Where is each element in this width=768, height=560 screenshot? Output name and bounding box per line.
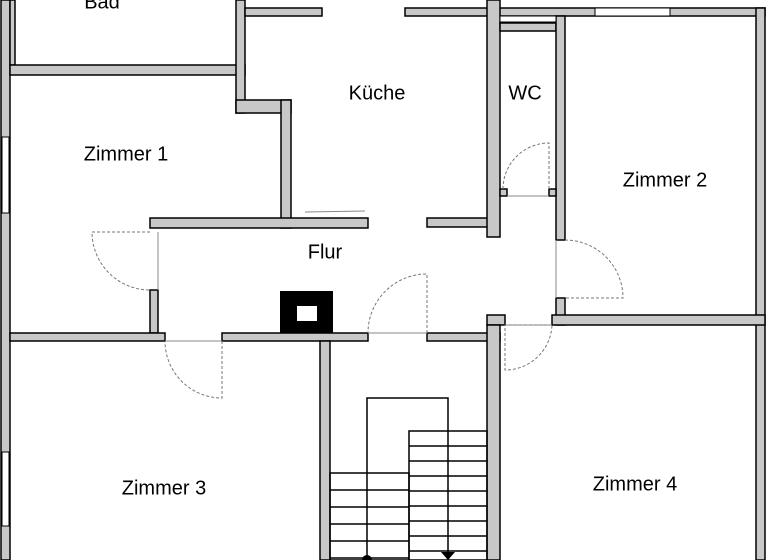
room-label-zimmer-1: Zimmer 1 (83, 143, 169, 166)
room-label-wc: WC (508, 82, 542, 105)
chimney (280, 291, 333, 333)
room-label-flur: Flur (307, 241, 343, 264)
room-label-zimmer-4: Zimmer 4 (592, 473, 678, 496)
staircase (329, 397, 488, 560)
windows (1, 7, 671, 527)
doors (91, 142, 624, 399)
room-label-bad: Bad (84, 0, 120, 14)
room-label-kueche: Küche (348, 82, 406, 105)
room-label-zimmer-2: Zimmer 2 (622, 169, 708, 192)
room-label-zimmer-3: Zimmer 3 (121, 477, 207, 500)
